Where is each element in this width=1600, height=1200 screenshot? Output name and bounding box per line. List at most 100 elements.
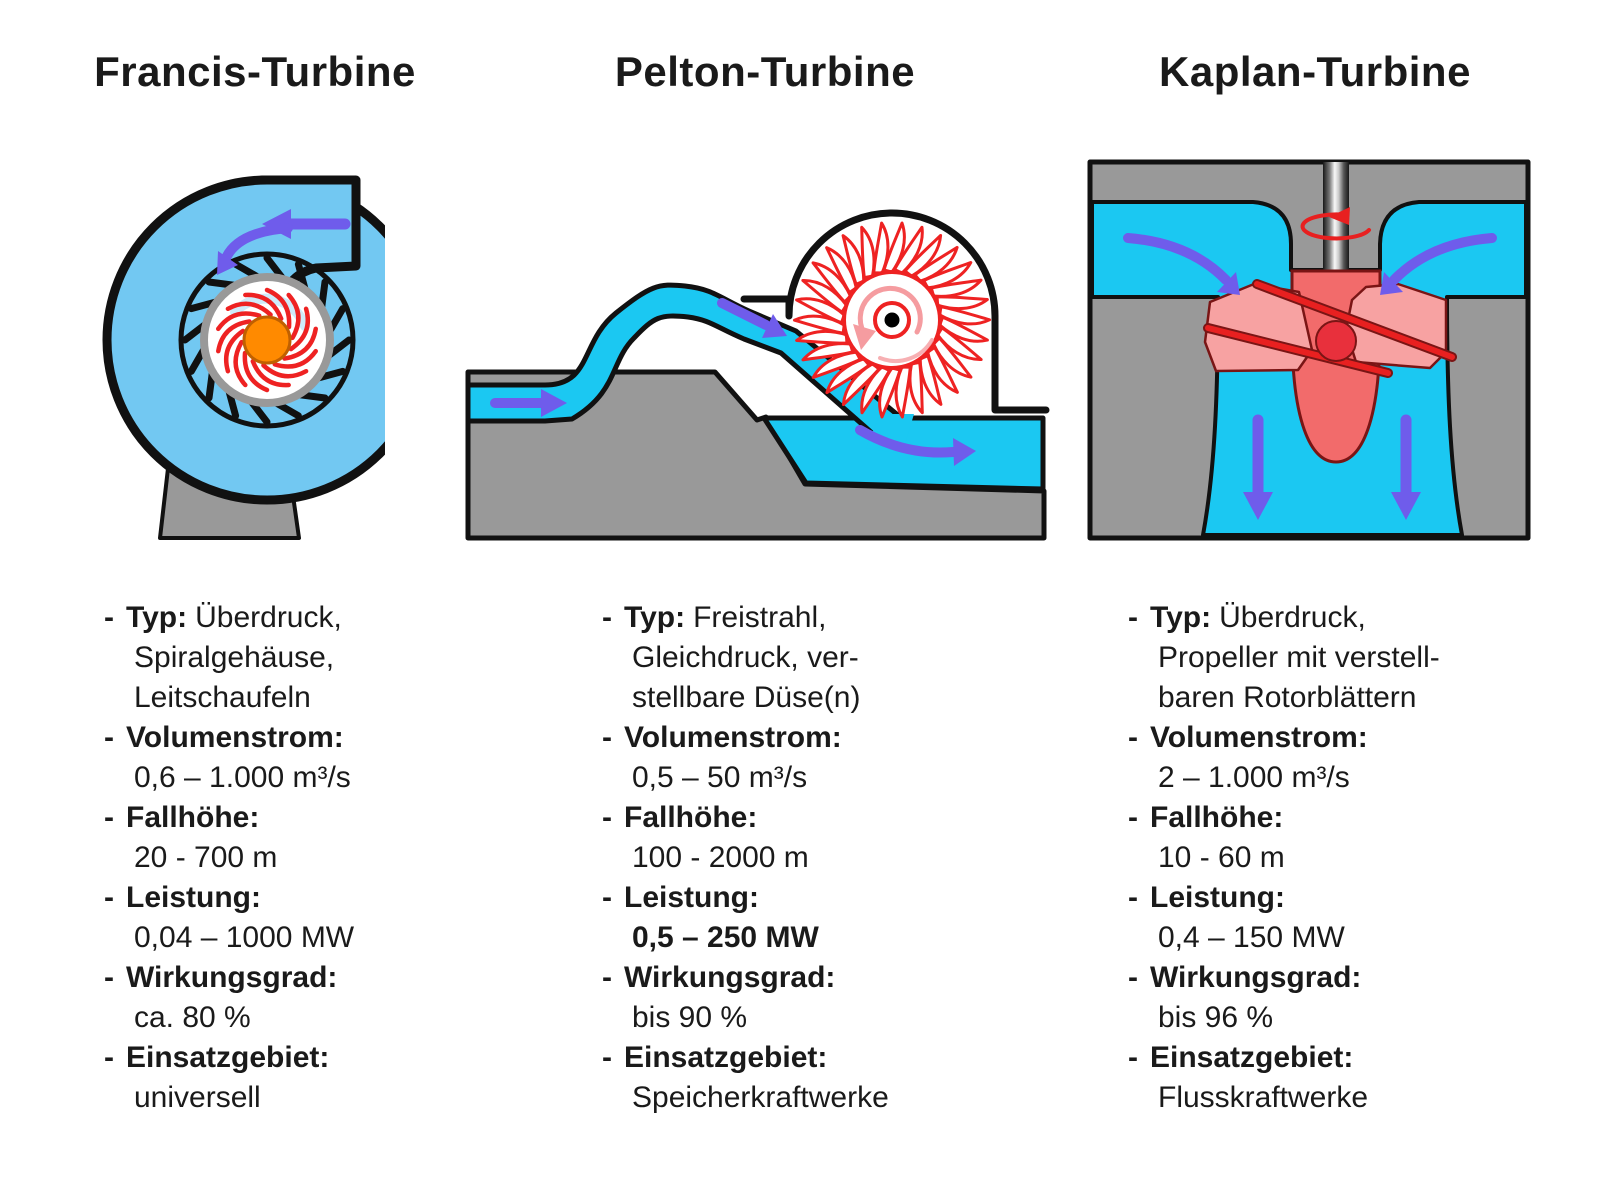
spec-value: stellbare Düse(n) — [632, 681, 861, 714]
list-dash: - — [104, 881, 114, 914]
list-dash: - — [602, 1041, 612, 1074]
list-dash: - — [602, 801, 612, 834]
spec-fallhoehe: -Fallhöhe: — [602, 798, 1072, 838]
spec-label: Leistung: — [1150, 881, 1285, 914]
spec-typ: -Typ:Überdruck, — [104, 598, 574, 638]
spec-label: Einsatzgebiet: — [624, 1041, 828, 1074]
spec-label: Einsatzgebiet: — [126, 1041, 330, 1074]
spec-value: Spiralgehäuse, — [134, 641, 335, 674]
list-dash: - — [1128, 601, 1138, 634]
list-dash: - — [602, 721, 612, 754]
spec-value: Propeller mit verstell- — [1158, 641, 1440, 674]
spec-label: Typ: — [624, 601, 686, 634]
tailwater-pool — [761, 415, 1046, 492]
spec-value: Überdruck, — [1219, 601, 1366, 634]
spec-wirkungsgrad: -Wirkungsgrad: — [1128, 958, 1598, 998]
spec-label: Fallhöhe: — [1150, 801, 1284, 834]
spec-fallhoehe: -Fallhöhe: — [104, 798, 574, 838]
list-dash: - — [1128, 881, 1138, 914]
list-dash: - — [104, 801, 114, 834]
spec-volumenstrom: -Volumenstrom: — [602, 718, 1072, 758]
hub-center — [1315, 320, 1357, 362]
list-dash: - — [104, 961, 114, 994]
spec-value: 0,04 – 1000 MW — [134, 921, 355, 954]
list-dash: - — [1128, 721, 1138, 754]
list-dash: - — [602, 961, 612, 994]
list-dash: - — [1128, 1041, 1138, 1074]
spec-leistung: -Leistung: — [1128, 878, 1598, 918]
spec-value: 20 - 700 m — [134, 841, 278, 874]
kaplan-turbine-illustration — [1087, 159, 1531, 541]
spec-value: 0,6 – 1.000 m³/s — [134, 761, 351, 794]
spec-label: Volumenstrom: — [1150, 721, 1368, 754]
list-dash: - — [1128, 961, 1138, 994]
spec-leistung: -Leistung: — [602, 878, 1072, 918]
pelton-wheel — [792, 221, 992, 419]
spec-value: Freistrahl, — [693, 601, 827, 634]
spec-wirkungsgrad: -Wirkungsgrad: — [602, 958, 1072, 998]
list-dash: - — [104, 721, 114, 754]
spec-label: Volumenstrom: — [624, 721, 842, 754]
list-dash: - — [602, 601, 612, 634]
column-title-kaplan: Kaplan-Turbine — [1159, 48, 1471, 95]
shaft-rotation-arrow — [1300, 207, 1371, 241]
spec-value: Überdruck, — [195, 601, 342, 634]
spec-value: Leitschaufeln — [134, 681, 311, 714]
spec-wirkungsgrad: -Wirkungsgrad: — [104, 958, 574, 998]
pelton-spec-list: -Typ:Freistrahl, Gleichdruck, ver- stell… — [602, 598, 1072, 1118]
spec-label: Fallhöhe: — [624, 801, 758, 834]
spec-label: Fallhöhe: — [126, 801, 260, 834]
spec-value: Flusskraftwerke — [1158, 1081, 1369, 1114]
list-dash: - — [104, 1041, 114, 1074]
rotation-arrow — [853, 285, 934, 363]
spec-einsatzgebiet: -Einsatzgebiet: — [1128, 1038, 1598, 1078]
inflow-arrow — [217, 209, 351, 275]
spec-fallhoehe: -Fallhöhe: — [1128, 798, 1598, 838]
column-title-pelton: Pelton-Turbine — [614, 48, 916, 95]
spec-label: Einsatzgebiet: — [1150, 1041, 1354, 1074]
spec-value: Gleichdruck, ver- — [632, 641, 859, 674]
kaplan-spec-list: -Typ:Überdruck, Propeller mit verstell- … — [1128, 598, 1598, 1118]
spec-label: Leistung: — [126, 881, 261, 914]
pelton-turbine-illustration — [465, 209, 1050, 541]
spec-label: Typ: — [1150, 601, 1212, 634]
list-dash: - — [602, 881, 612, 914]
spec-volumenstrom: -Volumenstrom: — [1128, 718, 1598, 758]
spec-einsatzgebiet: -Einsatzgebiet: — [602, 1038, 1072, 1078]
rotor-blades — [1203, 279, 1457, 378]
spec-volumenstrom: -Volumenstrom: — [104, 718, 574, 758]
francis-spec-list: -Typ:Überdruck, Spiralgehäuse, Leitschau… — [104, 598, 574, 1118]
spec-label: Wirkungsgrad: — [624, 961, 836, 994]
spec-label: Typ: — [126, 601, 188, 634]
spec-label: Wirkungsgrad: — [1150, 961, 1362, 994]
wheel-housing — [740, 209, 1050, 414]
flow-arrows — [1123, 233, 1497, 520]
francis-turbine-illustration — [102, 175, 385, 540]
wheel-axle — [884, 312, 900, 328]
flow-arrows — [490, 298, 976, 466]
spec-value: bis 90 % — [632, 1001, 748, 1034]
spec-value: ca. 80 % — [134, 1001, 251, 1034]
spec-value: 2 – 1.000 m³/s — [1158, 761, 1350, 794]
spec-value: 100 - 2000 m — [632, 841, 809, 874]
spec-value: universell — [134, 1081, 261, 1114]
spec-value: 0,5 – 50 m³/s — [632, 761, 808, 794]
spec-einsatzgebiet: -Einsatzgebiet: — [104, 1038, 574, 1078]
list-dash: - — [104, 601, 114, 634]
spec-label: Volumenstrom: — [126, 721, 344, 754]
spec-label: Wirkungsgrad: — [126, 961, 338, 994]
spec-label: Leistung: — [624, 881, 759, 914]
column-title-francis: Francis-Turbine — [94, 48, 416, 95]
spec-typ: -Typ:Überdruck, — [1128, 598, 1598, 638]
spec-value: bis 96 % — [1158, 1001, 1274, 1034]
spec-value: Speicherkraftwerke — [632, 1081, 889, 1114]
spec-value: 0,4 – 150 MW — [1158, 921, 1345, 954]
spec-value: 0,5 – 250 MW — [632, 921, 819, 954]
guide-vane-ring — [178, 251, 356, 429]
runner — [200, 273, 334, 407]
spec-value: baren Rotorblättern — [1158, 681, 1417, 714]
blade-edge — [1203, 279, 1457, 378]
shaft-center — [242, 315, 292, 365]
spec-value: 10 - 60 m — [1158, 841, 1285, 874]
spec-leistung: -Leistung: — [104, 878, 574, 918]
